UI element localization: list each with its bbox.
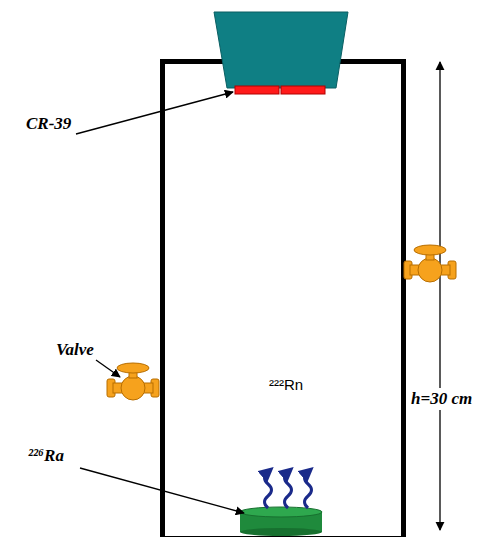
cr39-detector <box>235 86 325 94</box>
gas-label: ²²²Rn <box>269 376 303 393</box>
detector-label: CR-39 <box>26 114 71 134</box>
detector-holder <box>214 12 348 88</box>
radium-source <box>240 507 322 536</box>
valve-symbol <box>107 363 159 400</box>
radon-emanation <box>265 472 312 508</box>
dimension-label: h=30 cm <box>409 388 474 410</box>
height-dimension <box>439 62 440 530</box>
valve-label: Valve <box>56 340 94 360</box>
chamber: ²²²Rn <box>160 59 406 537</box>
valve-symbol <box>404 245 456 282</box>
source-label: ²²⁶Ra <box>28 446 64 466</box>
